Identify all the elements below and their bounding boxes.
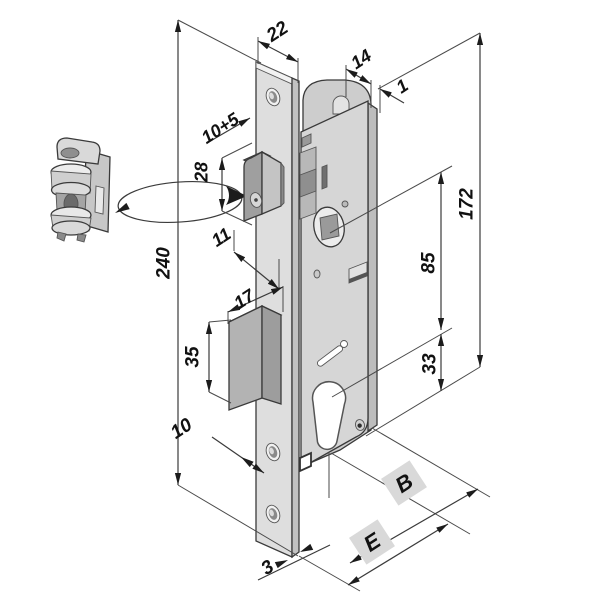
latch-front-face bbox=[243, 150, 263, 222]
deadbolt-side-face bbox=[261, 304, 282, 405]
dim-35: 35 bbox=[183, 319, 232, 404]
dim-85: 85 bbox=[329, 165, 453, 398]
deadbolt-front-face bbox=[228, 304, 263, 411]
dim-10: 10 bbox=[167, 414, 265, 474]
case-bottom-tab bbox=[299, 451, 312, 473]
dim-33: 33 bbox=[420, 334, 445, 391]
faceplate-screw-hole-bottom bbox=[265, 504, 281, 524]
dim-label-22: 22 bbox=[262, 17, 292, 47]
case-side-tab bbox=[348, 261, 368, 284]
lock-case bbox=[299, 79, 378, 498]
keeper-foot-left bbox=[56, 231, 67, 242]
badge-E: E bbox=[349, 519, 395, 565]
keeper-lower-roller-bottom bbox=[51, 220, 91, 236]
faceplate-screw-hole-top bbox=[265, 87, 281, 107]
badge-B: B bbox=[381, 460, 427, 506]
latch-guide-box bbox=[299, 146, 317, 220]
dim-label-1: 1 bbox=[393, 75, 412, 97]
faceplate-side-strip bbox=[291, 77, 300, 559]
rotation-ellipse bbox=[117, 180, 243, 224]
case-pin-hole-mid bbox=[313, 269, 321, 279]
rotation-arrow-right-icon bbox=[226, 186, 247, 205]
dim-label-85: 85 bbox=[419, 252, 440, 274]
faceplate-screw-hole-mid bbox=[265, 442, 281, 462]
keeper-back-slot bbox=[94, 185, 105, 215]
dim-label-172: 172 bbox=[457, 188, 478, 220]
saw-slot bbox=[316, 340, 348, 367]
dim-line-E bbox=[347, 523, 449, 586]
case-front-plate bbox=[300, 99, 369, 470]
case-top-square-hole bbox=[301, 133, 312, 148]
dim-label-33: 33 bbox=[420, 353, 441, 375]
latch-bolt bbox=[242, 150, 285, 222]
dim-label-28: 28 bbox=[191, 162, 211, 183]
dim-label-14: 14 bbox=[347, 45, 375, 73]
latch-screw-dimple bbox=[249, 192, 263, 208]
dim-label-35: 35 bbox=[183, 346, 204, 368]
case-back-plate-notch bbox=[332, 95, 350, 115]
roller-keeper-detail bbox=[50, 137, 111, 243]
latch-bevel-face bbox=[261, 150, 282, 215]
case-side-strip bbox=[367, 101, 378, 433]
case-pin-hole-top bbox=[341, 200, 349, 208]
handle-follower bbox=[313, 206, 345, 248]
case-thin-slot bbox=[321, 164, 328, 190]
keeper-foot-right bbox=[76, 233, 87, 243]
deadbolt bbox=[227, 304, 283, 411]
dim-label-11: 11 bbox=[208, 224, 235, 251]
keeper-saddle-hole bbox=[60, 147, 80, 159]
dim-172: 172 bbox=[365, 32, 484, 437]
euro-cylinder-hole bbox=[311, 380, 347, 451]
dim-28: 28 bbox=[191, 142, 253, 226]
dim-label-3: 3 bbox=[257, 556, 278, 580]
cylinder-screw-hole bbox=[354, 419, 366, 431]
dim-1: 1 bbox=[379, 75, 412, 113]
backset-labels: B E bbox=[298, 427, 491, 592]
follower-square-hole bbox=[319, 213, 340, 241]
dim-label-10: 10 bbox=[167, 414, 197, 443]
latch-edge-strip bbox=[280, 161, 285, 208]
rotation-indicator bbox=[115, 180, 247, 224]
dim-10plus5: 10+5 bbox=[198, 108, 251, 148]
dim-label-240: 240 bbox=[154, 247, 175, 280]
dim-label-10plus5: 10+5 bbox=[198, 108, 244, 147]
rotation-arrow-left-icon bbox=[115, 202, 130, 213]
dim-240: 240 bbox=[154, 19, 299, 557]
